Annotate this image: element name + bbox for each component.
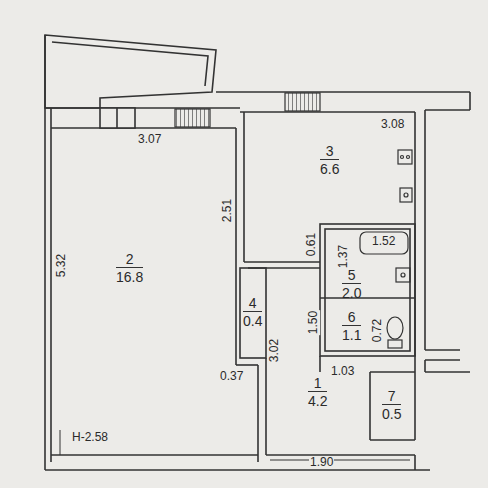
room-area: 0.4	[243, 311, 262, 329]
room-label: 52.0	[340, 265, 363, 303]
room-number: 2	[116, 251, 143, 267]
room-number: 4	[243, 295, 262, 311]
room-area: 16.8	[116, 267, 143, 285]
room-number: 7	[382, 388, 401, 404]
room-number: 3	[320, 143, 339, 159]
dimension-label: 5.32	[55, 253, 68, 278]
room-label: 70.5	[380, 386, 403, 424]
dimension-label: 3.02	[268, 338, 281, 363]
dimension-label: 1.52	[371, 235, 396, 248]
room-number: 5	[342, 267, 361, 283]
room-area: 1.1	[342, 325, 361, 343]
room-label: 61.1	[340, 307, 363, 345]
room-area: 4.2	[308, 391, 327, 409]
room-label: 36.6	[318, 141, 341, 179]
room-label: 40.4	[241, 293, 264, 331]
dimension-label: 1.50	[307, 310, 320, 335]
room-area: 6.6	[320, 159, 339, 177]
dimension-label: 0.72	[371, 318, 384, 343]
dimension-label: 3.08	[380, 118, 405, 131]
dimension-label: 1.37	[337, 244, 350, 269]
room-label: 216.8	[114, 249, 145, 287]
dimension-label: Н-2.58	[71, 431, 109, 444]
walls	[45, 35, 470, 470]
dimension-label: 2.51	[221, 198, 234, 223]
dimension-label: 3.07	[137, 133, 162, 146]
dimension-label: 0.37	[219, 370, 244, 383]
dimension-label: 1.03	[330, 365, 355, 378]
dimension-label: 0.61	[305, 232, 318, 257]
room-area: 0.5	[382, 404, 401, 422]
room-label: 14.2	[306, 373, 329, 411]
fixtures	[360, 150, 412, 348]
dimension-label: 1.90	[309, 456, 334, 469]
room-area: 2.0	[342, 283, 361, 301]
room-number: 1	[308, 375, 327, 391]
window	[175, 109, 210, 127]
window	[285, 93, 320, 111]
room-number: 6	[342, 309, 361, 325]
